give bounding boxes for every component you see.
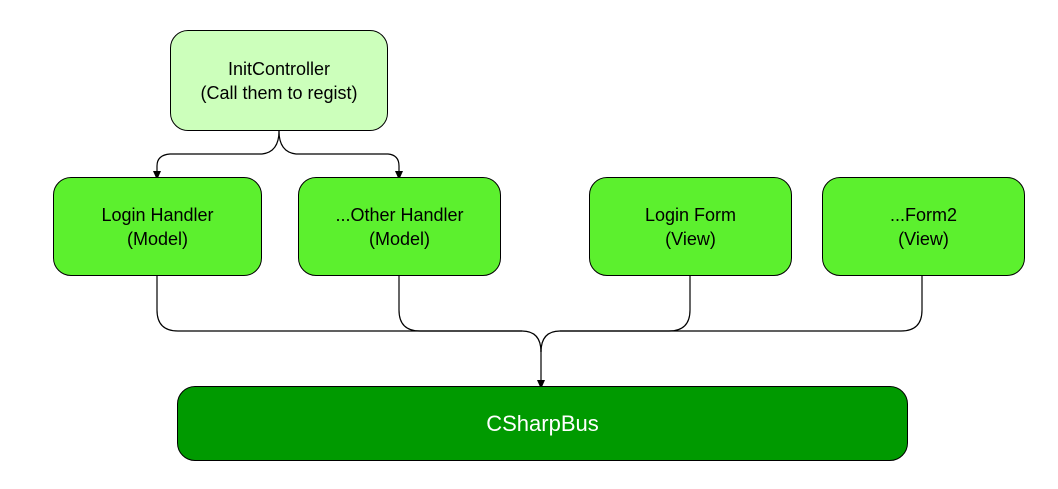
form2-subtitle: (View) xyxy=(898,228,949,249)
login-handler-box: Login Handler (Model) xyxy=(53,177,262,276)
init-controller-subtitle: (Call them to regist) xyxy=(200,82,358,103)
connector-login-handler-to-bus xyxy=(156,276,542,353)
other-handler-title: ...Other Handler xyxy=(335,204,464,225)
login-form-subtitle: (View) xyxy=(665,228,716,249)
other-handler-box: ...Other Handler (Model) xyxy=(298,177,501,276)
connector-form2-to-bus xyxy=(540,276,923,353)
login-handler-title: Login Handler xyxy=(101,204,214,225)
login-handler-subtitle: (Model) xyxy=(126,228,188,249)
connector-init-to-other-handler xyxy=(278,130,403,180)
other-handler-subtitle: (Model) xyxy=(368,228,430,249)
csharpbus-box: CSharpBus xyxy=(177,386,908,461)
connector-other-handler-to-bus xyxy=(398,276,522,332)
form2-box: ...Form2 (View) xyxy=(822,177,1025,276)
form2-title: ...Form2 xyxy=(889,204,957,225)
connector-init-to-login-handler xyxy=(153,130,280,180)
csharpbus-title: CSharpBus xyxy=(486,410,599,436)
connector-login-form-to-bus xyxy=(560,276,691,332)
login-form-title: Login Form xyxy=(644,204,737,225)
init-controller-box: InitController (Call them to regist) xyxy=(170,30,388,131)
login-form-box: Login Form (View) xyxy=(589,177,792,276)
init-controller-title: InitController xyxy=(227,58,331,79)
